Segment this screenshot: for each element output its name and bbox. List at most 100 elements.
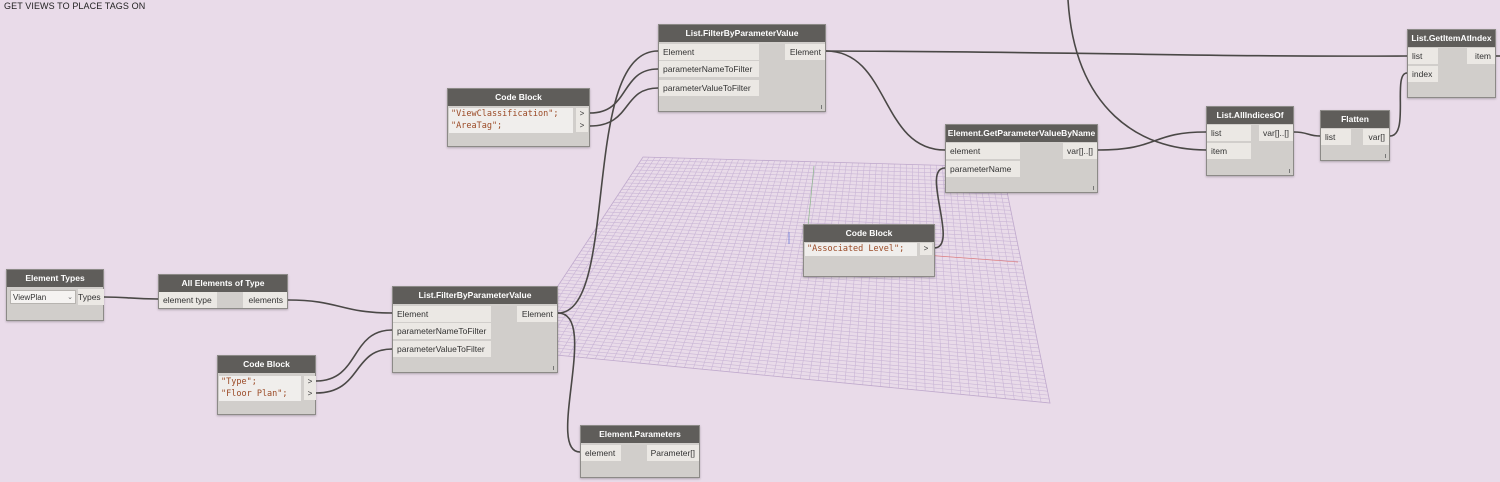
input-port-element[interactable]: element [581, 445, 621, 461]
grid-line [525, 334, 1047, 384]
input-port-element[interactable]: Element [393, 306, 491, 322]
grid-line [517, 347, 1050, 400]
filter-by-parameter-value-node-top[interactable]: List.FilterByParameterValue Element para… [658, 24, 826, 112]
output-port-item[interactable]: item [1467, 48, 1495, 64]
wire-filter-to-filter-top [557, 50, 659, 314]
node-title: Flatten [1321, 111, 1389, 128]
grid-line [521, 341, 1048, 392]
all-indices-of-node[interactable]: List.AllIndicesOf list item var[]..[] [1206, 106, 1294, 176]
grid-line [983, 166, 1024, 401]
wire-viewclass-to-param-name [589, 68, 659, 114]
resize-grip[interactable] [1093, 186, 1094, 190]
grid-line [532, 324, 1044, 372]
input-port-index[interactable]: index [1408, 66, 1438, 82]
wire-floorplan-to-param-value [315, 348, 393, 394]
grid-line [995, 166, 1042, 403]
wire-flatten-to-index [1389, 72, 1408, 137]
wire-values-to-list [1097, 131, 1207, 151]
resize-grip[interactable] [821, 105, 822, 109]
wire-types-to-element-type [103, 296, 159, 300]
node-title: Code Block [218, 356, 315, 373]
grid-line [947, 165, 971, 396]
code-line[interactable]: "AreaTag"; [449, 120, 573, 133]
chevron-down-icon: ⌄ [67, 294, 73, 301]
element-types-node[interactable]: Element Types ViewPlan ⌄ Types [6, 269, 104, 321]
input-port-parameter-name[interactable]: parameterName [946, 161, 1020, 177]
node-title: Code Block [448, 89, 589, 106]
output-port-elements[interactable]: elements [243, 292, 287, 308]
output-arrow-icon[interactable]: > [304, 388, 316, 400]
wire-areatag-to-param-value [589, 87, 659, 127]
input-port-element[interactable]: Element [659, 44, 759, 60]
code-block-associated-level[interactable]: Code Block "Associated Level"; > [803, 224, 935, 277]
resize-grip[interactable] [553, 366, 554, 370]
grid-line [959, 165, 988, 397]
output-arrow-icon[interactable]: > [920, 243, 932, 255]
grid-line [965, 165, 997, 398]
input-port-list[interactable]: list [1408, 48, 1438, 64]
node-title: List.GetItemAtIndex [1408, 30, 1495, 47]
grid-line [529, 328, 1045, 376]
output-arrow-icon[interactable]: > [304, 376, 316, 388]
grid-line [977, 166, 1015, 400]
output-port-parameters[interactable]: Parameter[] [647, 445, 699, 461]
grid-line [953, 165, 979, 397]
canvas-title: GET VIEWS TO PLACE TAGS ON [4, 1, 146, 11]
filter-by-parameter-value-node-bottom[interactable]: List.FilterByParameterValue Element para… [392, 286, 558, 373]
grid-line [523, 337, 1047, 388]
grid-line [989, 166, 1033, 402]
input-port-list[interactable]: list [1207, 125, 1251, 141]
output-port-flattened[interactable]: var[] [1363, 129, 1389, 145]
input-port-parameter-name[interactable]: parameterNameToFilter [659, 61, 759, 77]
code-line[interactable]: "Floor Plan"; [219, 388, 301, 401]
grid-line [536, 318, 1043, 364]
get-item-at-index-node[interactable]: List.GetItemAtIndex list index item [1407, 29, 1496, 98]
code-line[interactable]: "Type"; [219, 376, 301, 389]
wire-type-to-param-name [315, 329, 393, 382]
resize-grip[interactable] [1385, 154, 1386, 158]
node-title: List.FilterByParameterValue [393, 287, 557, 304]
all-elements-of-type-node[interactable]: All Elements of Type element type elemen… [158, 274, 288, 309]
input-port-list[interactable]: list [1321, 129, 1351, 145]
grid-line [527, 331, 1046, 380]
node-title: Element.Parameters [581, 426, 699, 443]
input-port-parameter-value[interactable]: parameterValueToFilter [393, 341, 491, 357]
input-port-parameter-name[interactable]: parameterNameToFilter [393, 323, 491, 339]
input-port-parameter-value[interactable]: parameterValueToFilter [659, 80, 759, 96]
wire-element-to-get-param [825, 50, 946, 151]
node-title: Code Block [804, 225, 934, 242]
input-port-element-type[interactable]: element type [159, 292, 217, 308]
code-line[interactable]: "Associated Level"; [805, 243, 917, 256]
output-port-element[interactable]: Element [517, 306, 557, 322]
grid-line [519, 344, 1049, 396]
code-block-viewclassification-areatag[interactable]: Code Block "ViewClassification"; "AreaTa… [447, 88, 590, 147]
element-parameters-node[interactable]: Element.Parameters element Parameter[] [580, 425, 700, 478]
output-port-values[interactable]: var[]..[] [1063, 143, 1097, 159]
wire-elements-to-filter [287, 299, 393, 314]
grid-line [534, 321, 1043, 368]
resize-grip[interactable] [1289, 169, 1290, 173]
output-port-indices[interactable]: var[]..[] [1259, 125, 1293, 141]
dropdown-value: ViewPlan [13, 293, 47, 302]
node-title: Element Types [7, 270, 103, 287]
wire-offscreen-to-item [1067, 0, 1207, 151]
node-title: All Elements of Type [159, 275, 287, 292]
node-title: Element.GetParameterValueByName [946, 125, 1097, 142]
code-block-type-floorplan[interactable]: Code Block "Type"; "Floor Plan"; > > [217, 355, 316, 415]
output-arrow-icon[interactable]: > [576, 120, 588, 132]
output-arrow-icon[interactable]: > [576, 108, 588, 120]
wire-indices-to-flatten [1293, 131, 1321, 137]
output-port-types[interactable]: Types [78, 289, 104, 305]
flatten-node[interactable]: Flatten list var[] [1320, 110, 1390, 161]
code-line[interactable]: "ViewClassification"; [449, 108, 573, 121]
element-type-dropdown[interactable]: ViewPlan ⌄ [10, 290, 76, 304]
wire-filter-to-element-parameters [557, 312, 581, 453]
get-parameter-value-by-name-node[interactable]: Element.GetParameterValueByName element … [945, 124, 1098, 193]
input-port-item[interactable]: item [1207, 143, 1251, 159]
output-port-element[interactable]: Element [785, 44, 825, 60]
input-port-element[interactable]: element [946, 143, 1020, 159]
wire-level-to-param-name [933, 167, 946, 249]
wire-element-to-get-item [825, 50, 1408, 57]
node-title: List.FilterByParameterValue [659, 25, 825, 42]
